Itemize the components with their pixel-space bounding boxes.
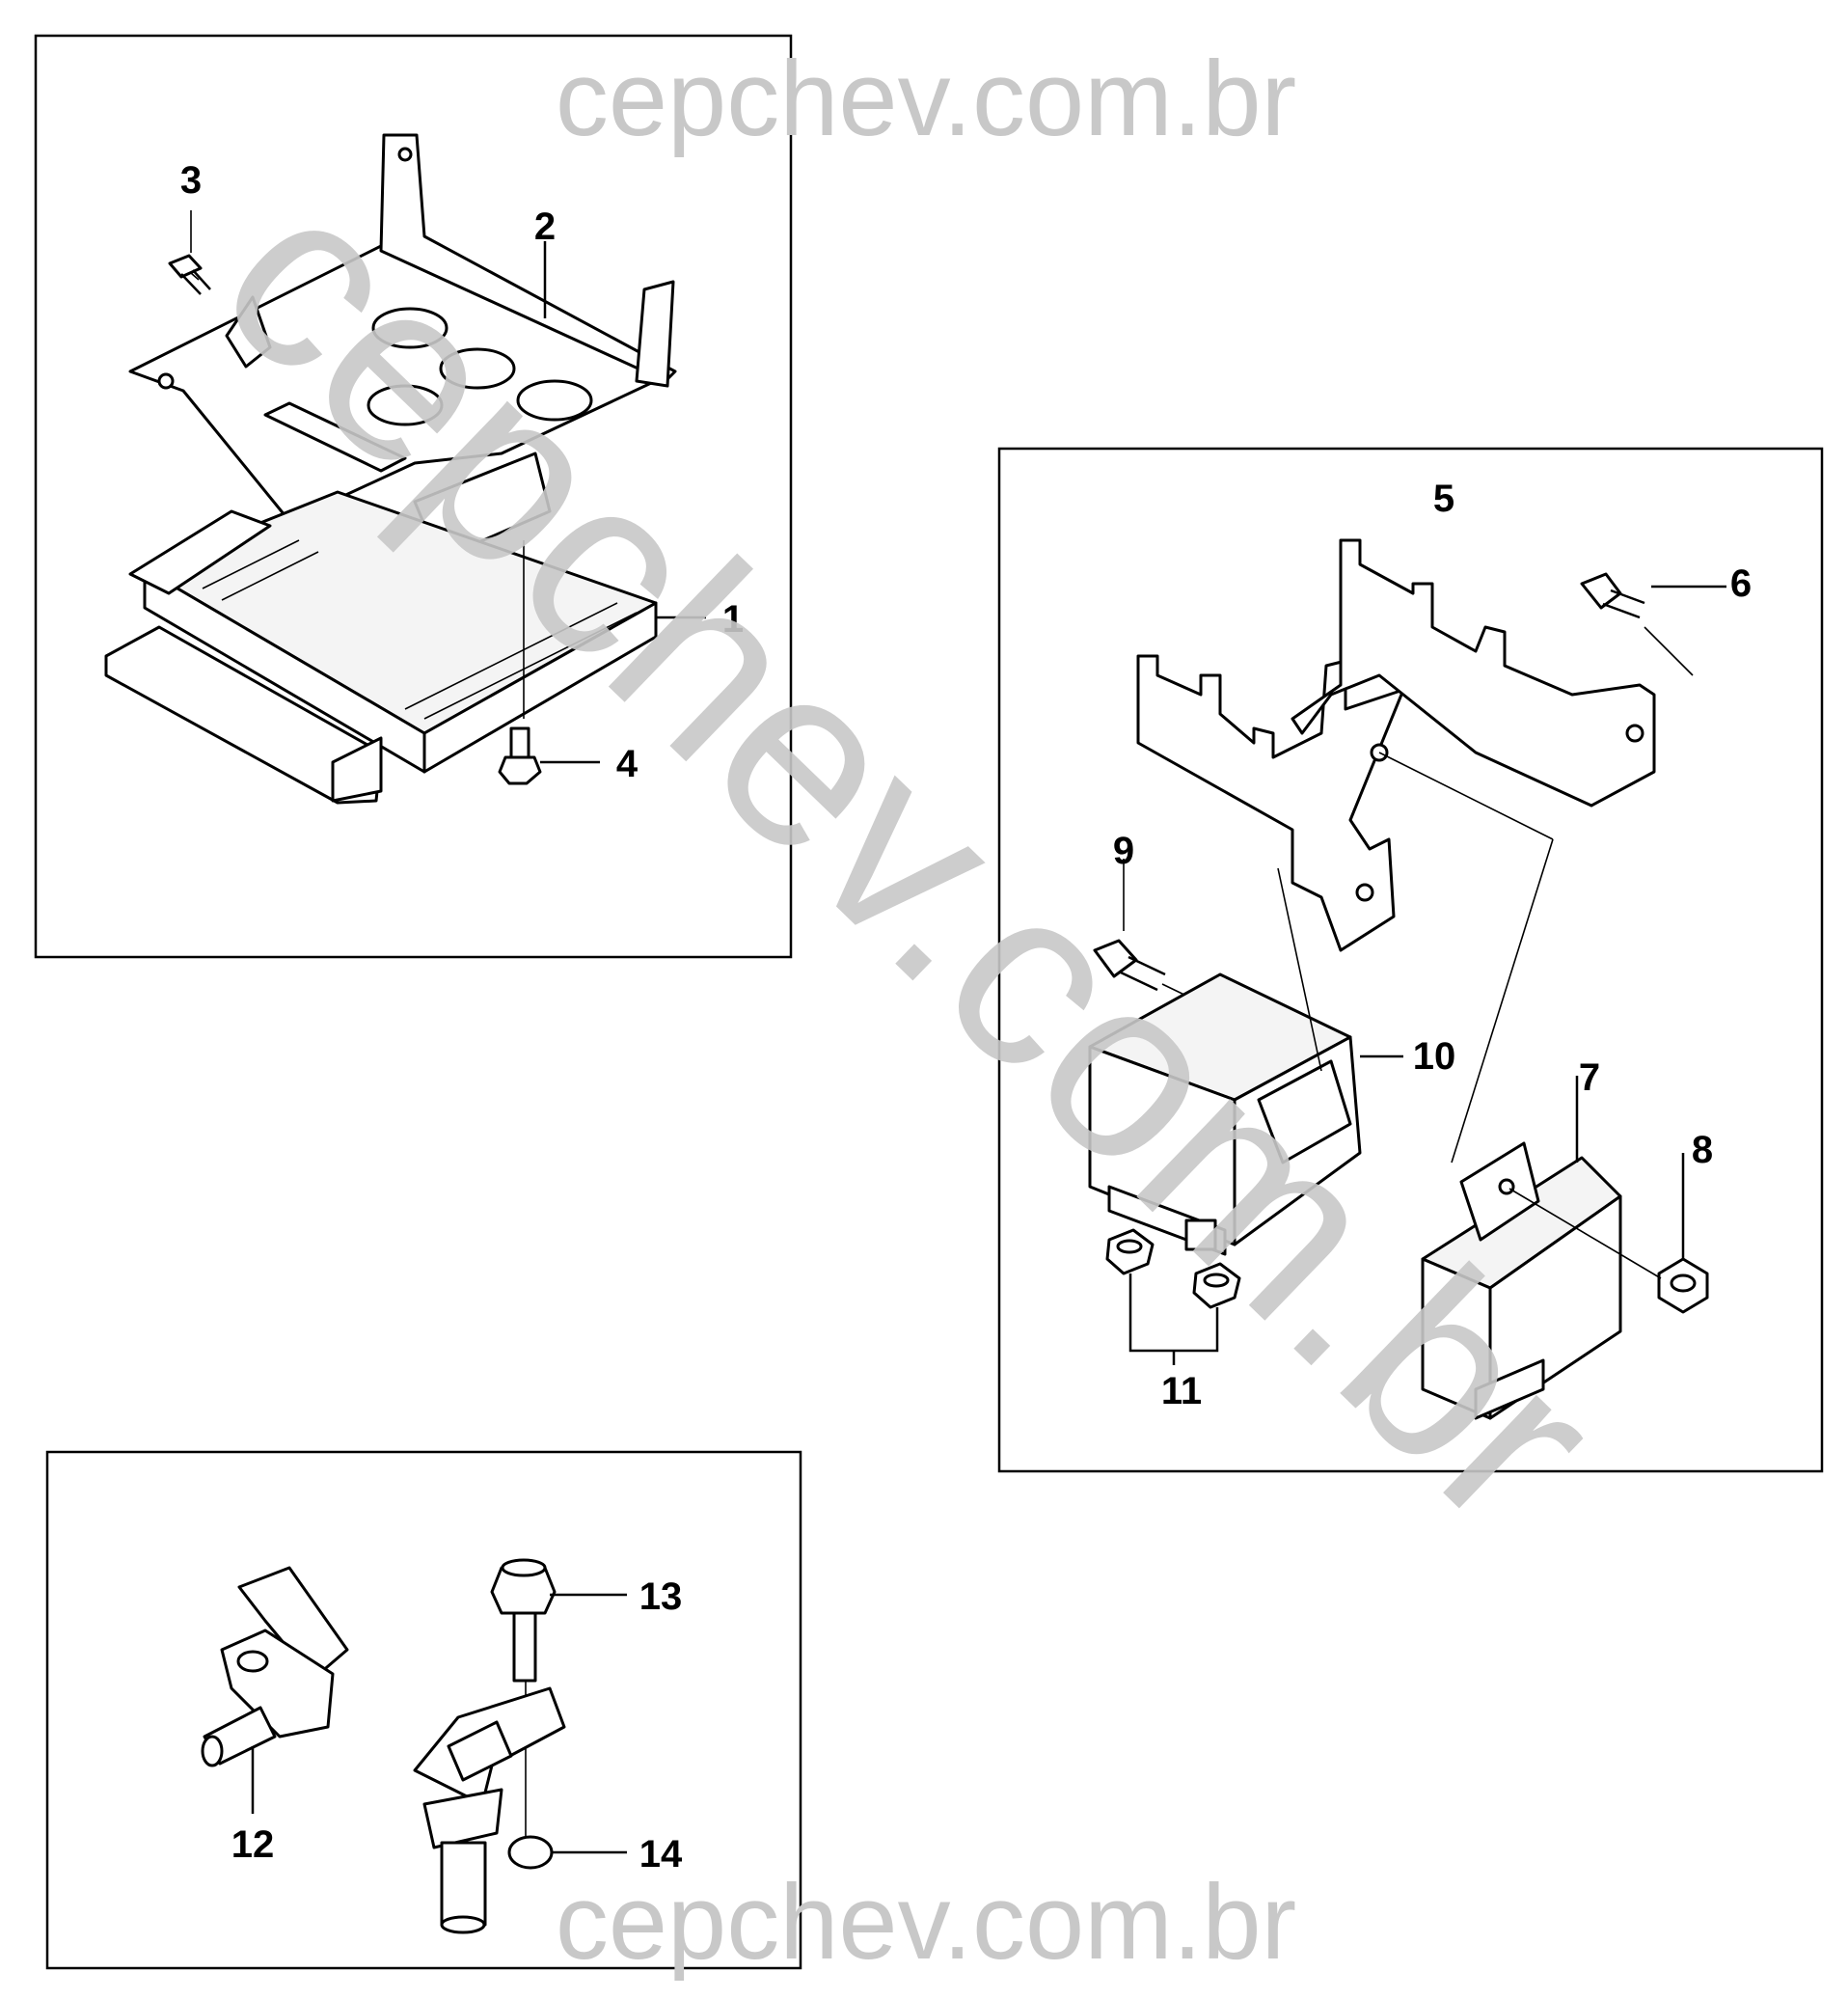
module-7 — [1421, 1141, 1622, 1420]
panel-sensor-frame — [45, 1450, 802, 1970]
nut-8 — [1657, 1257, 1709, 1314]
sensor-14 — [413, 1686, 566, 1934]
callout-4: 4 — [616, 743, 639, 785]
ecu-bracket — [128, 133, 677, 561]
ecu-unit — [104, 490, 658, 805]
relay-10 — [1088, 972, 1362, 1256]
callout-5: 5 — [1433, 478, 1454, 520]
nut-11a — [1105, 1228, 1155, 1275]
callout-7: 7 — [1579, 1056, 1600, 1099]
bolt-9 — [1093, 939, 1166, 992]
bolt-4 — [498, 726, 542, 785]
bolt-6 — [1580, 572, 1645, 619]
callout-2: 2 — [534, 205, 556, 248]
callout-11: 11 — [1161, 1370, 1202, 1412]
watermark-diagonal: cepchev.com.br — [169, 133, 1652, 1579]
callout-1: 1 — [722, 598, 744, 641]
callout-10: 10 — [1413, 1035, 1456, 1078]
sensor-12 — [201, 1566, 349, 1767]
panel-relay-frame — [997, 447, 1824, 1473]
relay-bracket — [1136, 538, 1656, 952]
panel-ecu-frame — [34, 34, 793, 959]
callout-12: 12 — [231, 1823, 275, 1866]
callout-9: 9 — [1113, 830, 1134, 872]
bolt-13 — [490, 1558, 557, 1683]
nut-11b — [1192, 1262, 1241, 1309]
bolt-3 — [168, 254, 211, 295]
callout-14: 14 — [639, 1833, 683, 1876]
watermark-top: cepchev.com.br — [556, 40, 1296, 158]
watermark-bottom: cepchev.com.br — [556, 1863, 1296, 1982]
callout-13: 13 — [639, 1575, 683, 1618]
callout-6: 6 — [1730, 562, 1752, 605]
callout-8: 8 — [1692, 1129, 1713, 1171]
callout-3: 3 — [180, 159, 202, 202]
